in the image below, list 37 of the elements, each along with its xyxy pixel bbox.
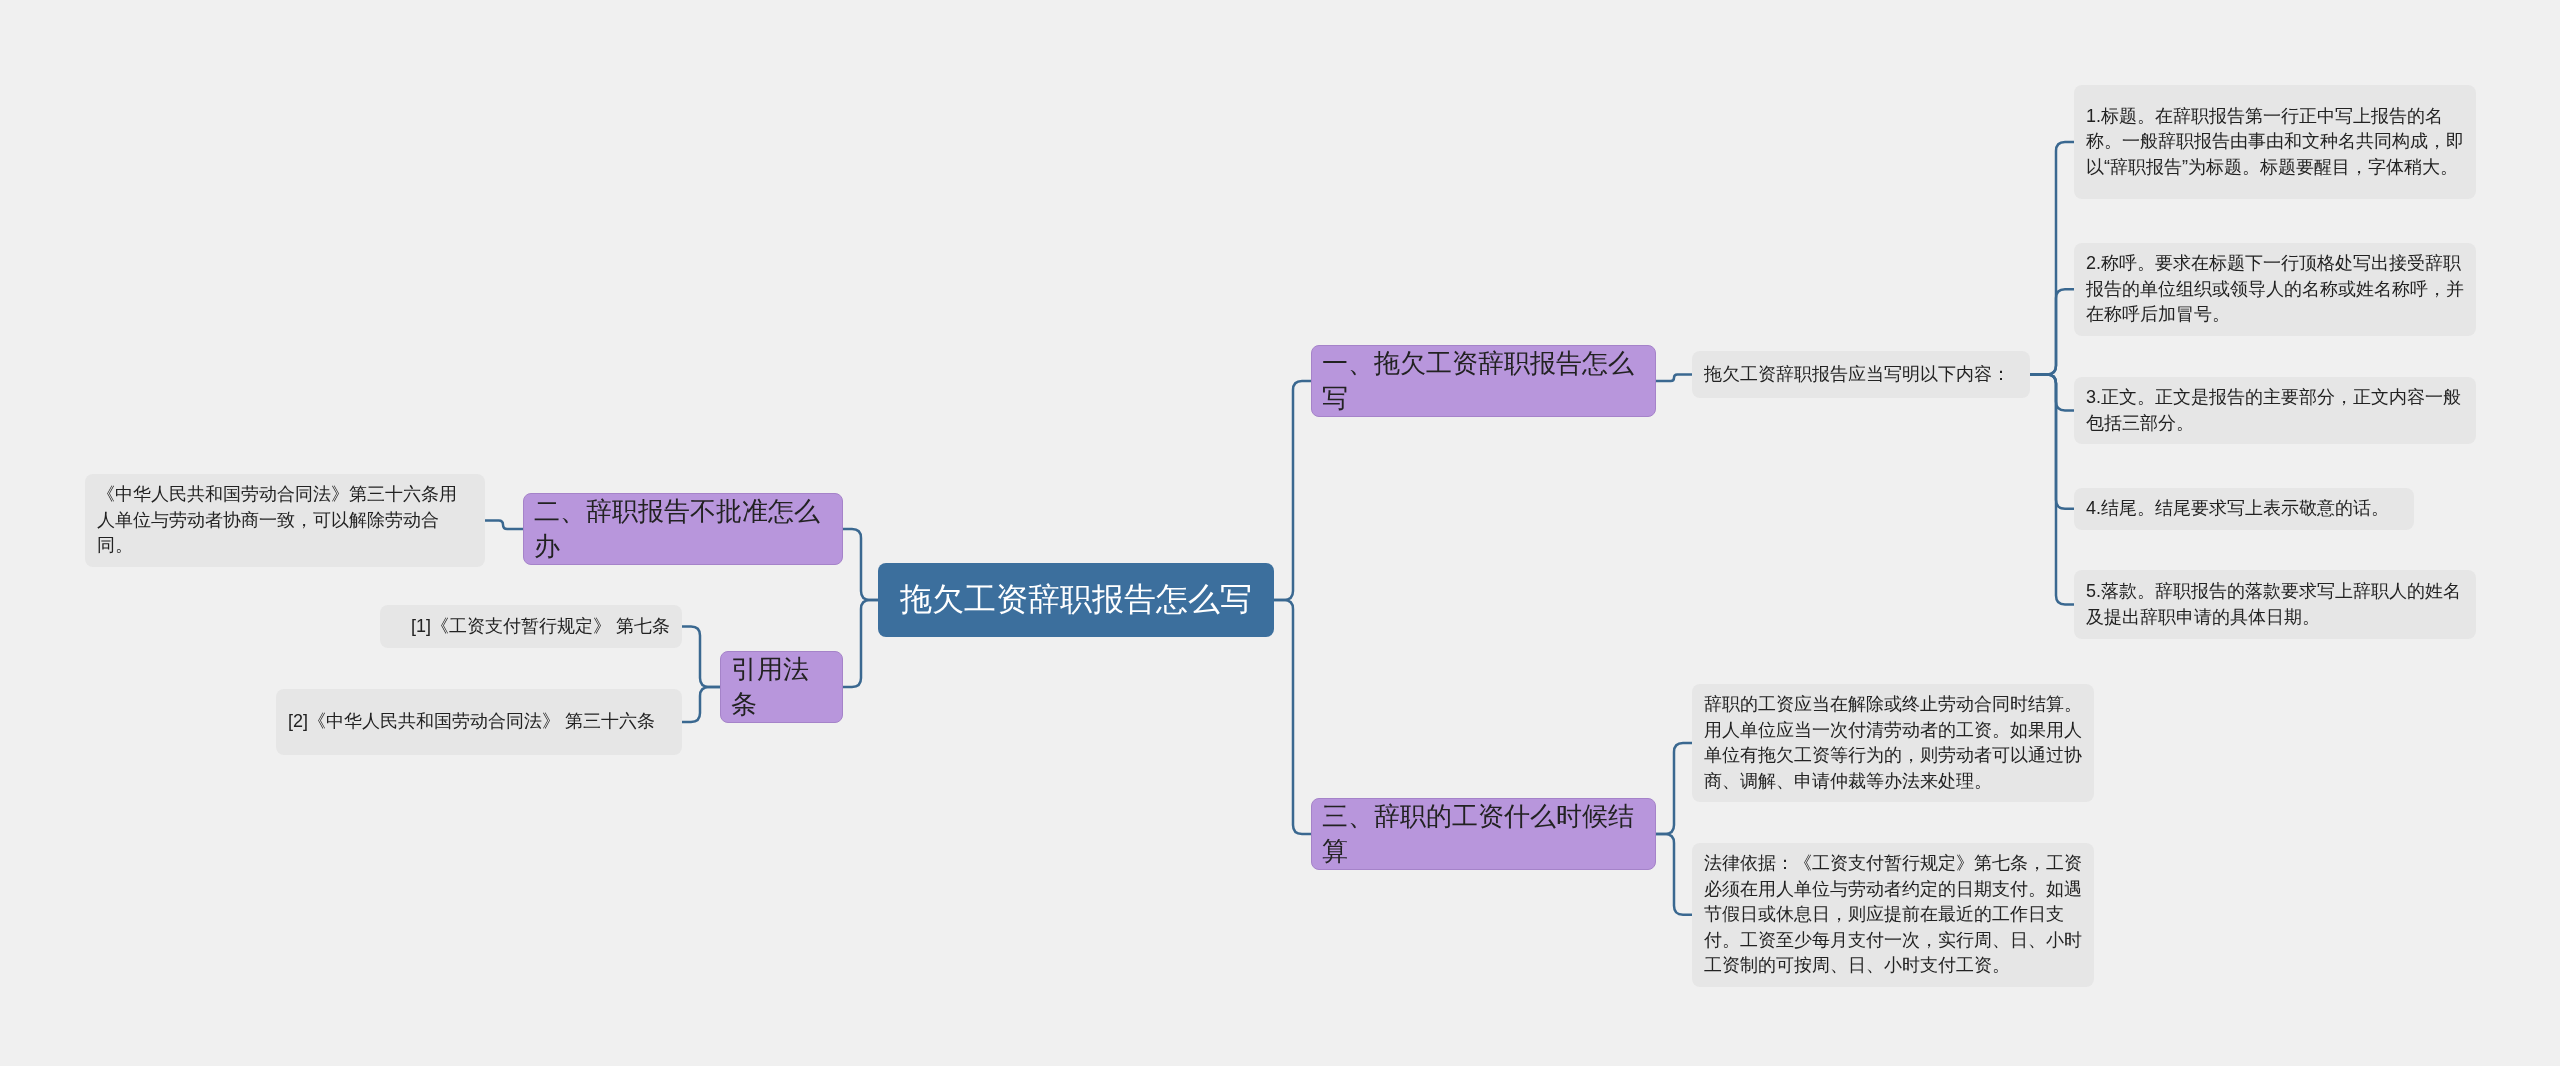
connector-line xyxy=(1656,832,1692,917)
connector-line xyxy=(2030,373,2074,606)
root-topic xyxy=(878,563,1274,637)
node-text: 二、辞职报告不批准怎么办 xyxy=(534,495,821,563)
node-text: 《中华人民共和国劳动合同法》第三十六条用人单位与劳动者协商一致，可以解除劳动合同。 xyxy=(97,483,458,558)
node-text: 4.结尾。结尾要求写上表示敬意的话。 xyxy=(2086,497,2389,520)
connector-line xyxy=(843,598,878,689)
node-text: 引用法条 xyxy=(731,653,810,721)
node-text: 法律依据：《工资支付暂行规定》第七条，工资必须在用人单位与劳动者约定的日期支付。如遇节假日或休息日，则应提前在最近的工作日支付。工资至少每月支付一次，实行周、日、小时工资制的可按周、日、小时支付工资。 xyxy=(1704,852,2082,978)
note-box xyxy=(2074,488,2414,530)
node-text: 拖欠工资辞职报告应当写明以下内容： xyxy=(1704,362,2010,386)
note-box xyxy=(380,605,682,648)
node-text: 一、拖欠工资辞职报告怎么写 xyxy=(1322,347,1635,415)
node-text: 1.标题。在辞职报告第一行正中写上报告的名称。一般辞职报告由事由和文种名共同构成，即以“辞职报告”为标题。标题要醒目，字体稍大。 xyxy=(2086,104,2464,179)
branch-topic xyxy=(523,493,843,565)
note-box xyxy=(2074,85,2476,199)
node-text: 2.称呼。要求在标题下一行顶格处写出接受辞职报告的单位组织或领导人的名称或姓名称呼，并在称呼后加冒号。 xyxy=(2086,252,2464,327)
note-box xyxy=(1692,351,2030,398)
connector-line xyxy=(1656,373,1692,383)
note-box xyxy=(2074,377,2476,445)
note-box xyxy=(2074,243,2476,336)
node-text: [2]《中华人民共和国劳动合同法》 第三十六条 xyxy=(288,710,655,734)
node-text: 辞职的工资应当在解除或终止劳动合同时结算。用人单位应当一次付清劳动者的工资。如果用人单位有拖欠工资等行为的，则劳动者可以通过协商、调解、申请仲裁等办法来处理。 xyxy=(1704,693,2082,793)
note-box xyxy=(1692,843,2094,987)
node-text: [1]《工资支付暂行规定》 第七条 xyxy=(411,614,670,638)
note-box xyxy=(1692,684,2094,803)
node-text: 3.正文。正文是报告的主要部分，正文内容一般包括三部分。 xyxy=(2086,386,2462,435)
node-text: 5.落款。辞职报告的落款要求写上辞职人的姓名及提出辞职申请的具体日期。 xyxy=(2086,579,2462,629)
note-box xyxy=(276,689,682,755)
note-box xyxy=(85,474,485,567)
connector-line xyxy=(1274,598,1311,836)
note-box xyxy=(2074,570,2476,639)
node-text: 拖欠工资辞职报告怎么写 xyxy=(900,580,1252,619)
connector-line xyxy=(682,685,720,724)
node-text: 三、辞职的工资什么时候结算 xyxy=(1322,800,1635,868)
branch-topic xyxy=(720,651,843,723)
connector-line xyxy=(485,519,523,531)
